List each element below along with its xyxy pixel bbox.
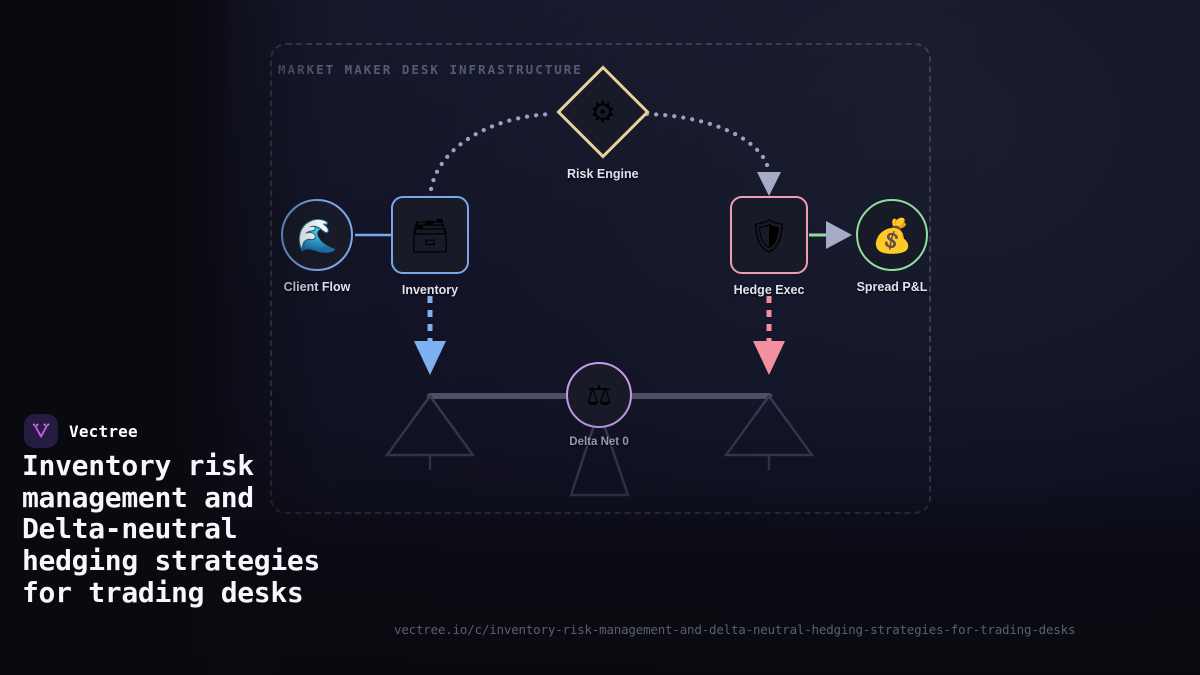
node-delta-net-shape: ⚖ <box>566 362 632 428</box>
page-url: vectree.io/c/inventory-risk-management-a… <box>394 622 1076 637</box>
gear-icon: ⚙ <box>589 94 616 129</box>
node-spread-pl-shape: 💰 <box>856 199 928 271</box>
node-spread-pl[interactable]: 💰 Spread P&L <box>856 199 928 294</box>
arrowhead-hedge-to-delta <box>753 341 785 375</box>
wave-icon: 🌊 <box>296 215 338 255</box>
arrowhead-risk-to-hedge <box>757 172 781 196</box>
node-client-flow-label: Client Flow <box>283 280 351 294</box>
brand: Vectree <box>24 414 138 448</box>
money-bag-icon: 💰 <box>871 215 913 255</box>
vectree-logo-icon <box>24 414 58 448</box>
node-risk-engine-label: Risk Engine <box>567 167 639 181</box>
edge-risk-to-hedge <box>644 111 772 175</box>
node-inventory-shape: 🗃 <box>391 196 469 274</box>
node-client-flow-shape: 🌊 <box>281 199 353 271</box>
node-client-flow[interactable]: 🌊 Client Flow <box>281 199 353 294</box>
brand-name: Vectree <box>69 421 138 441</box>
node-hedge-exec-label: Hedge Exec <box>733 283 805 297</box>
node-inventory[interactable]: 🗃 Inventory <box>391 196 469 297</box>
edge-inventory-to-risk <box>427 111 556 201</box>
node-hedge-exec-shape: 🛡 <box>730 196 808 274</box>
node-inventory-label: Inventory <box>401 283 459 297</box>
vectree-logo-glyph <box>32 423 50 438</box>
node-spread-pl-label: Spread P&L <box>856 280 928 294</box>
node-delta-net-label: Delta Net 0 <box>569 436 629 448</box>
balance-scale-icon: ⚖ <box>586 377 612 412</box>
node-delta-net[interactable]: ⚖ Delta Net 0 <box>566 362 632 448</box>
arrowhead-hedge-to-spread <box>826 221 852 249</box>
page-title: Inventory risk management and Delta-neut… <box>22 449 321 609</box>
node-risk-engine[interactable]: ⚙ Risk Engine <box>556 65 650 181</box>
node-risk-engine-shape: ⚙ <box>556 65 650 159</box>
card-box-icon: 🗃 <box>409 215 451 255</box>
shield-icon: 🛡 <box>748 215 790 255</box>
arrowhead-inventory-to-delta <box>414 341 446 375</box>
node-hedge-exec[interactable]: 🛡 Hedge Exec <box>730 196 808 297</box>
